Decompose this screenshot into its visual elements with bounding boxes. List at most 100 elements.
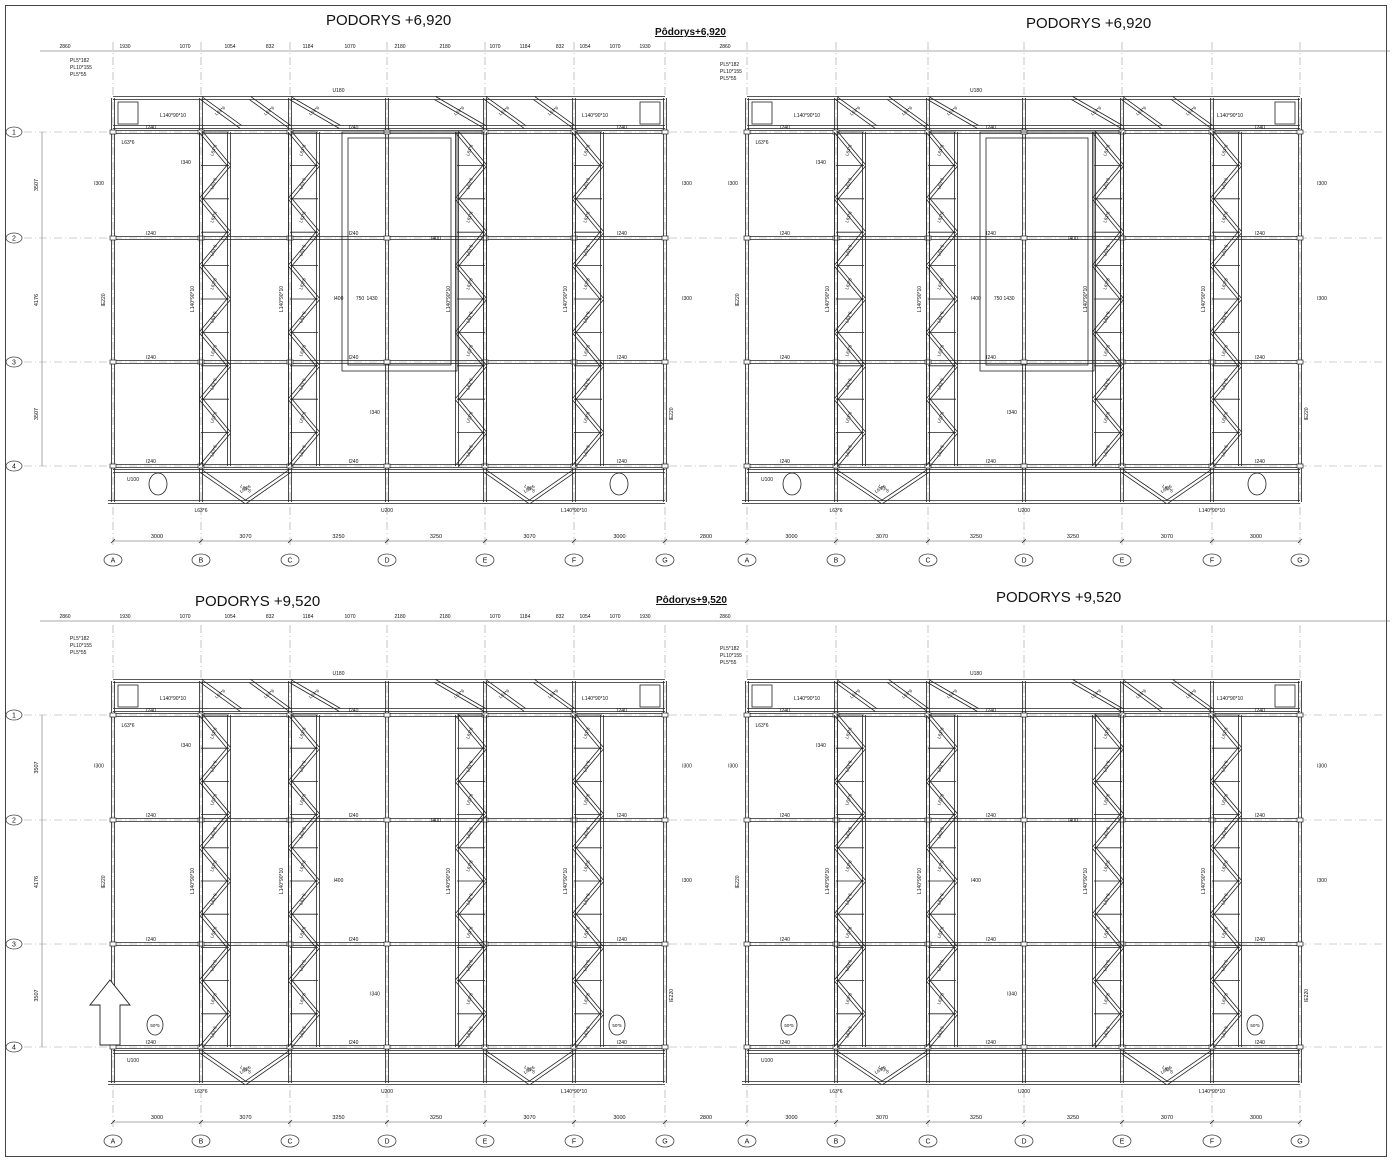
axis-bubble-G-lower-right-bubble [1290, 553, 1310, 567]
truss-diagonal-2-4-upper-left [457, 846, 487, 881]
truss-diagonal-2-5-lower-right [1092, 297, 1122, 332]
truss-diag-label-3-0-upper-right: L63*6 [1220, 726, 1229, 739]
truss-diagonal-0-7-upper-right [834, 946, 864, 980]
plate-label-3-3: PL5*55 [720, 660, 737, 666]
axis-bubble-F-lower-left-label: F [572, 558, 576, 565]
top-brace-1-upper-right [888, 679, 930, 710]
label-i240-c-row3-lower-right: I240 [986, 355, 996, 361]
bottom-brace-b-0-upper-right [882, 1052, 930, 1085]
truss-diagonal-0-6-upper-right [834, 914, 864, 949]
truss-diagonal-1-7-upper-left [290, 948, 320, 982]
label-u100-upper-right: U100 [761, 1058, 773, 1064]
label-u100-lower-left: U100 [127, 477, 139, 483]
truss-diagonal-0-0-lower-left [201, 130, 231, 165]
axis-bubble-E-lower-left-bubble [475, 553, 495, 567]
truss-diagonal-3-0-lower-left [572, 132, 602, 167]
subtitle-bottom-center: Pôdorys+9,520 [656, 595, 727, 606]
truss-diagonal-3-3-lower-left [572, 230, 602, 265]
truss-diagonal-0-1-upper-left [199, 746, 229, 781]
axis-bubble-E-upper-right-label: E [1120, 1139, 1125, 1146]
truss-diagonal-3-4-lower-left [572, 266, 602, 301]
truss-diag-label-3-4-upper-left: L63*6 [582, 859, 591, 872]
truss-diag-label-0-6-lower-left: L63*6 [209, 344, 218, 357]
top-brace-1-lower-left [250, 96, 292, 127]
label-i240-c-row1-upper-left: I240 [349, 708, 359, 714]
bottom-brace-b-1-upper-right [1165, 1050, 1212, 1083]
truss-diag-label-1-6-lower-right: L63*6 [936, 344, 945, 357]
row-bubble-4-lower-label: 4 [12, 464, 16, 471]
truss-chord-label-1-upper-right: L140*90*10 [917, 868, 923, 894]
label-chord-top-upper-left: L140*90*10 [160, 696, 186, 702]
axis-bubble-B-upper-right-bubble [826, 1134, 846, 1148]
dim-top-8-lower: 2180 [439, 44, 450, 50]
truss-diagonal-3-1-upper-left [574, 748, 604, 783]
truss-diagonal-1-6-lower-right [926, 333, 956, 368]
truss-diag-label-1-5-lower-left: L63*6 [298, 310, 307, 323]
label-u100-lower-right: U100 [761, 477, 773, 483]
truss-diagonal-0-4-lower-right [834, 266, 864, 301]
bottom-brace-label-a-0-upper-right: L63*6 [874, 1064, 887, 1074]
truss-diag-label-0-8-lower-right: L63*6 [844, 411, 853, 424]
joint-C3-upper-left [286, 941, 294, 947]
truss-diagonal-1-3-lower-left [288, 230, 318, 265]
top-brace-0-upper-left [201, 679, 243, 710]
truss-diagonal-2-9-upper-left [457, 1014, 487, 1049]
joint-C2-lower-right [924, 235, 932, 241]
truss-diagonal-1-7-lower-right [926, 364, 956, 399]
truss-diagonal-1-0-lower-right [928, 130, 958, 165]
bottom-brace-a-0-lower-left [199, 471, 245, 504]
opening-label-b-upper-left: 50*5 [612, 1023, 622, 1028]
joint-G3-lower-left [661, 359, 669, 365]
truss-diagonal-1-7-upper-right [926, 946, 956, 980]
row-bubble-1-lower-label: 1 [12, 130, 16, 137]
truss-diag-label-3-5-lower-right: L63*6 [1220, 310, 1229, 323]
label-ie220-a-upper-left: IE220 [101, 875, 107, 888]
truss-diagonal-1-2-lower-left [290, 197, 320, 232]
truss-diag-label-3-2-upper-right: L63*6 [1220, 793, 1229, 806]
joint-D1-upper-right [1020, 712, 1028, 718]
joint-A4-lower-left [109, 463, 117, 469]
truss-diagonal-1-3-lower-right [926, 230, 956, 265]
truss-diagonal-0-1-lower-left [199, 164, 229, 199]
top-brace-label-1-upper-left: L63*6 [263, 688, 276, 700]
truss-diagonal-3-4-lower-left [574, 264, 604, 299]
corner-plate-0-upper-left [117, 684, 139, 708]
truss-diagonal-1-7-upper-right [928, 948, 958, 982]
truss-diagonal-0-8-lower-right [834, 399, 864, 434]
top-brace-label-0-lower-right: L63*6 [849, 105, 862, 117]
top-brace-1-upper-right [886, 681, 928, 712]
dim-bay-3-upper-left: 3250 [430, 1115, 442, 1121]
label-ie220-b-lower-right: IE220 [1304, 407, 1310, 420]
truss-diagonal-3-4-upper-right [1212, 846, 1242, 881]
truss-diagonal-2-1-upper-left [455, 746, 485, 781]
truss-diag-label-3-0-lower-right: L63*6 [1220, 143, 1229, 156]
label-i240-c-row1-upper-right: I240 [986, 708, 996, 714]
dim-top-14-lower: 1930 [639, 44, 650, 50]
truss-diagonal-0-8-lower-left [201, 397, 231, 432]
bottom-brace-b-1-lower-right [1165, 469, 1212, 502]
joint-G1-upper-right [1296, 712, 1304, 718]
truss-diag-label-3-4-lower-left: L63*6 [582, 277, 591, 290]
dim-bay-1-upper-left: 3070 [239, 1115, 251, 1121]
truss-diagonal-0-9-upper-left [201, 1014, 231, 1049]
truss-diagonal-3-3-upper-left [574, 815, 604, 850]
truss-diagonal-0-8-upper-right [836, 979, 866, 1014]
truss-diag-label-3-9-upper-right: L63*6 [1220, 1025, 1229, 1038]
truss-diagonal-3-8-upper-left [572, 981, 602, 1016]
truss-chord-label-0-lower-right: L140*90*10 [825, 286, 831, 312]
truss-diagonal-2-9-lower-left [457, 433, 487, 468]
top-brace-3-lower-right [1072, 96, 1124, 126]
joint-E4-lower-right [1118, 463, 1126, 469]
axis-bubble-D-lower-left-label: D [384, 558, 389, 565]
truss-diagonal-1-0-lower-left [290, 130, 320, 165]
top-brace-4-lower-right [1122, 96, 1164, 127]
dim-bay-5-lower-right: 3000 [1250, 534, 1262, 540]
truss-diagonal-2-0-lower-left [457, 130, 487, 165]
truss-diag-label-2-6-upper-right: L63*6 [1102, 925, 1111, 938]
title-top-left: PODORYS +6,920 [326, 12, 452, 29]
truss-diagonal-1-5-lower-left [290, 299, 320, 334]
truss-diagonal-3-9-upper-right [1210, 1012, 1240, 1047]
truss-diagonal-0-0-lower-right [834, 132, 864, 167]
joint-G4-upper-right [1296, 1044, 1304, 1050]
top-brace-5-lower-left [532, 98, 574, 129]
